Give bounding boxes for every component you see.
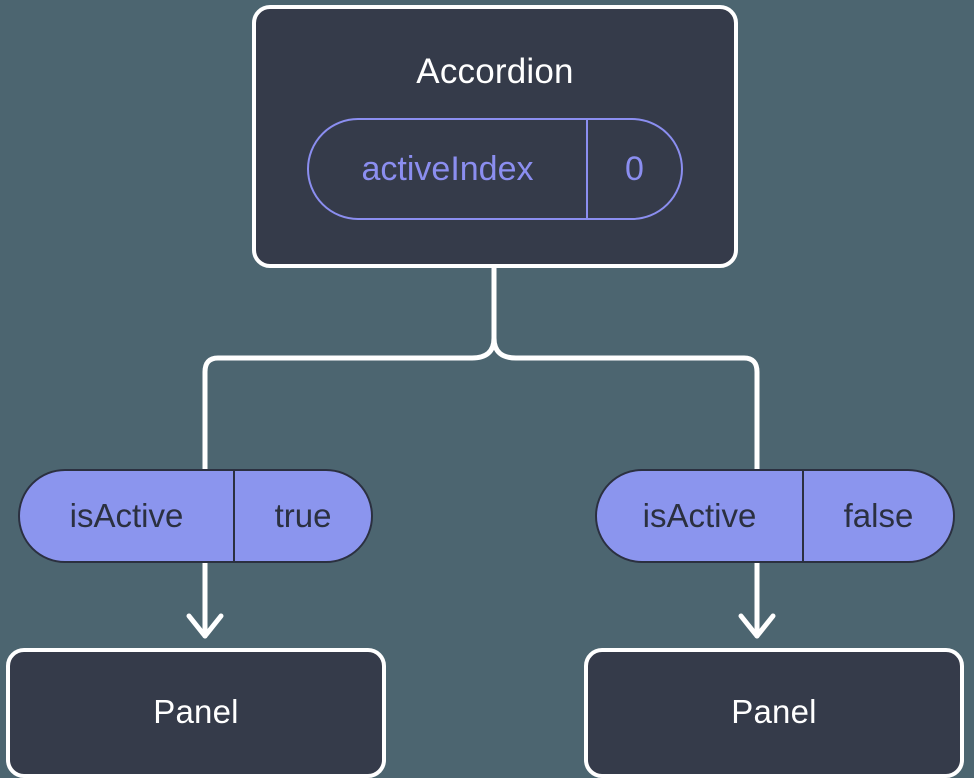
state-pill-value: 0 bbox=[625, 149, 644, 188]
state-pill-key: activeIndex bbox=[309, 120, 588, 218]
prop-pill-value-right: false bbox=[843, 497, 914, 534]
component-title-accordion: Accordion bbox=[416, 52, 574, 91]
prop-pill-isactive-false[interactable]: isActive false bbox=[595, 469, 955, 563]
arrow-head-right bbox=[738, 613, 776, 639]
component-title-panel-right: Panel bbox=[731, 693, 817, 730]
fork-right-branch bbox=[491, 335, 760, 472]
arrow-head-left bbox=[186, 613, 224, 639]
fork-left-branch bbox=[202, 335, 497, 472]
component-box-accordion[interactable]: Accordion bbox=[252, 5, 738, 268]
prop-pill-value-left: true bbox=[274, 497, 332, 534]
prop-pill-isactive-true[interactable]: isActive true bbox=[18, 469, 373, 563]
component-box-panel-right[interactable]: Panel bbox=[584, 648, 964, 778]
prop-pill-key-right: isActive bbox=[597, 471, 804, 561]
component-box-panel-left[interactable]: Panel bbox=[6, 648, 386, 778]
prop-pill-key-left: isActive bbox=[20, 471, 235, 561]
component-title-panel-left: Panel bbox=[153, 693, 239, 730]
state-pill-activeindex[interactable]: activeIndex 0 bbox=[307, 118, 683, 220]
